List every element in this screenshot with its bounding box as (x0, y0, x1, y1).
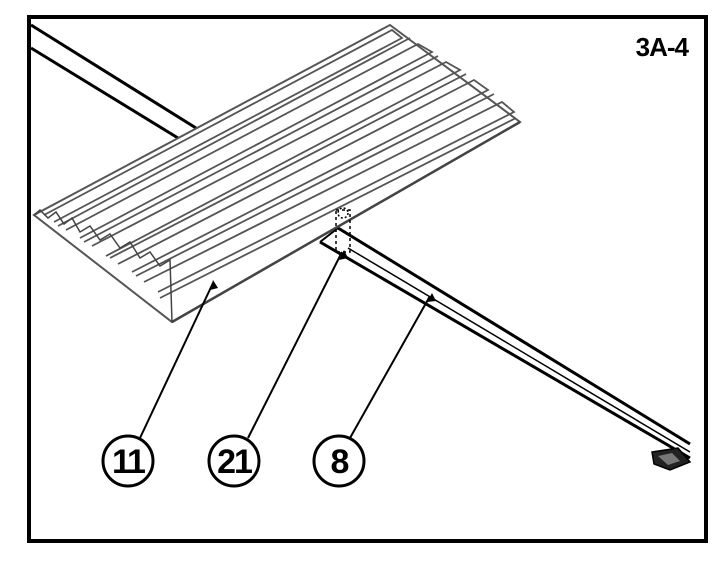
leader-line-8 (349, 295, 431, 439)
callout-label-11: 11 (112, 443, 145, 481)
corrugated-panel-part-11 (32, 23, 522, 324)
leader-line-21 (247, 251, 343, 439)
callout-circle-8 (312, 434, 366, 488)
leader-lines (139, 251, 431, 439)
callout-circle-11 (101, 434, 155, 488)
callout-label-8: 8 (331, 443, 349, 481)
leader-arrowheads (210, 250, 436, 302)
rail-end-cap (651, 447, 692, 471)
diagram-frame (27, 15, 708, 543)
step-label: 3A-4 (636, 32, 690, 62)
upper-rail (30, 23, 197, 140)
arrowhead-21 (339, 250, 348, 260)
arrowhead-8 (427, 293, 436, 302)
arrowhead-11 (210, 280, 218, 290)
long-rail-part-8 (319, 226, 691, 460)
leader-line-11 (139, 282, 214, 439)
callout-label-21: 21 (217, 443, 252, 481)
callout-circle-21 (207, 434, 261, 488)
